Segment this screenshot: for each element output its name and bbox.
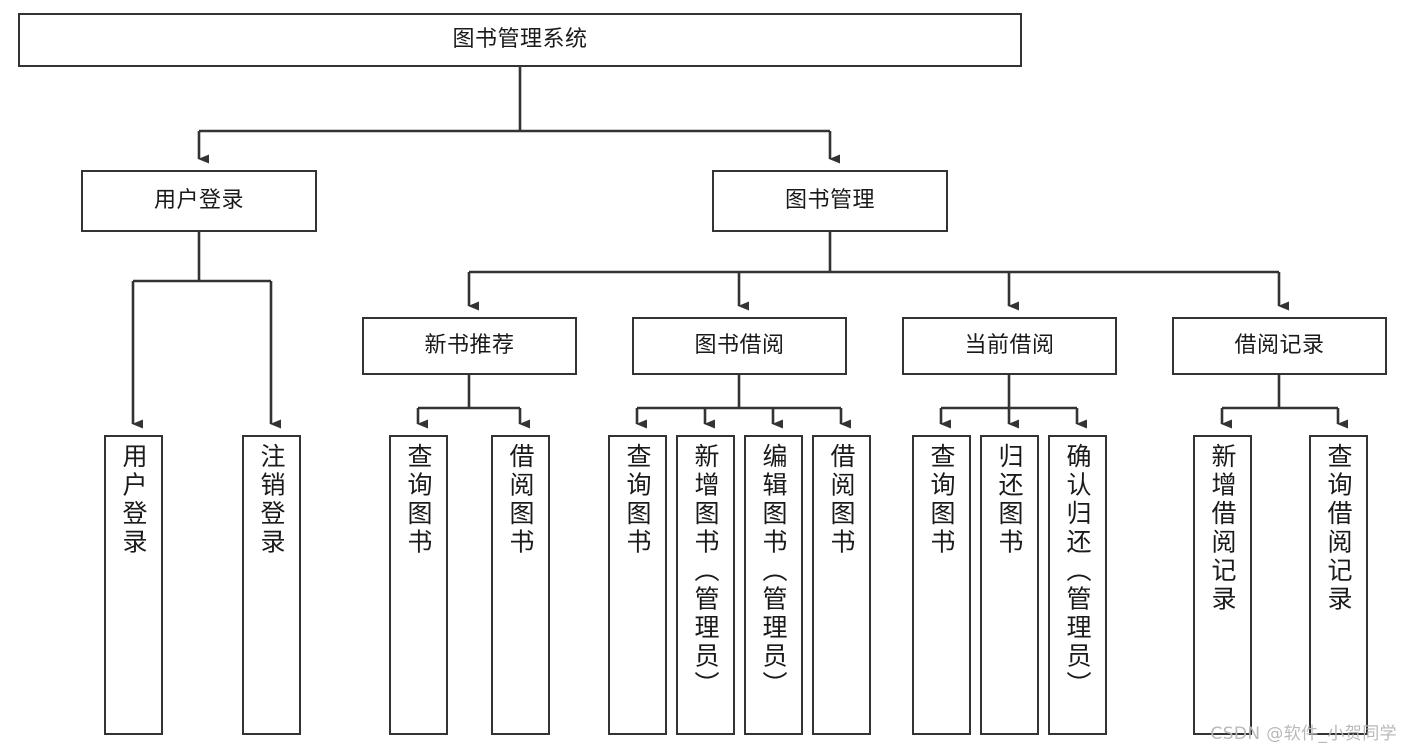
node-leaf-logout-login[interactable]: 注销登录 — [242, 435, 301, 735]
node-label: 新增图书（管理员） — [691, 443, 720, 700]
node-leaf-query-book-recommend[interactable]: 查询图书 — [389, 435, 448, 735]
node-leaf-confirm-return-admin[interactable]: 确认归还（管理员） — [1048, 435, 1107, 735]
node-book-borrow[interactable]: 图书借阅 — [632, 317, 847, 375]
node-current-borrow[interactable]: 当前借阅 — [902, 317, 1117, 375]
node-label: 图书管理 — [784, 188, 875, 214]
node-leaf-user-login[interactable]: 用户登录 — [104, 435, 163, 735]
node-label: 新书推荐 — [424, 333, 515, 359]
node-label: 借阅记录 — [1234, 333, 1325, 359]
node-label: 查询图书 — [404, 443, 433, 557]
node-label: 图书借阅 — [694, 333, 785, 359]
node-label: 用户登录 — [153, 188, 244, 214]
node-label: 归还图书 — [995, 443, 1024, 557]
node-label: 新增借阅记录 — [1208, 443, 1237, 614]
node-label: 借阅图书 — [506, 443, 535, 557]
node-leaf-edit-book-admin[interactable]: 编辑图书（管理员） — [744, 435, 803, 735]
node-user-login[interactable]: 用户登录 — [81, 170, 317, 232]
node-label: 用户登录 — [119, 443, 148, 557]
node-label: 查询图书 — [927, 443, 956, 557]
node-label: 查询图书 — [623, 443, 652, 557]
node-label: 注销登录 — [257, 443, 286, 557]
node-leaf-query-book-borrow[interactable]: 查询图书 — [608, 435, 667, 735]
node-label: 查询借阅记录 — [1324, 443, 1353, 614]
watermark-text: CSDN @软件_小贺同学 — [1210, 724, 1397, 744]
node-new-book-recommend[interactable]: 新书推荐 — [362, 317, 577, 375]
node-root-book-management-system[interactable]: 图书管理系统 — [18, 13, 1022, 67]
node-leaf-query-book-current[interactable]: 查询图书 — [912, 435, 971, 735]
node-label: 图书管理系统 — [452, 27, 588, 53]
node-leaf-borrow-book-recommend[interactable]: 借阅图书 — [491, 435, 550, 735]
node-label: 借阅图书 — [827, 443, 856, 557]
node-borrow-record[interactable]: 借阅记录 — [1172, 317, 1387, 375]
node-book-management[interactable]: 图书管理 — [712, 170, 948, 232]
node-leaf-return-book[interactable]: 归还图书 — [980, 435, 1039, 735]
node-label: 编辑图书（管理员） — [759, 443, 788, 700]
node-leaf-borrow-book[interactable]: 借阅图书 — [812, 435, 871, 735]
node-leaf-query-borrow-record[interactable]: 查询借阅记录 — [1309, 435, 1368, 735]
node-label: 确认归还（管理员） — [1063, 443, 1092, 700]
node-label: 当前借阅 — [964, 333, 1055, 359]
node-leaf-add-book-admin[interactable]: 新增图书（管理员） — [676, 435, 735, 735]
node-leaf-add-borrow-record[interactable]: 新增借阅记录 — [1193, 435, 1252, 735]
